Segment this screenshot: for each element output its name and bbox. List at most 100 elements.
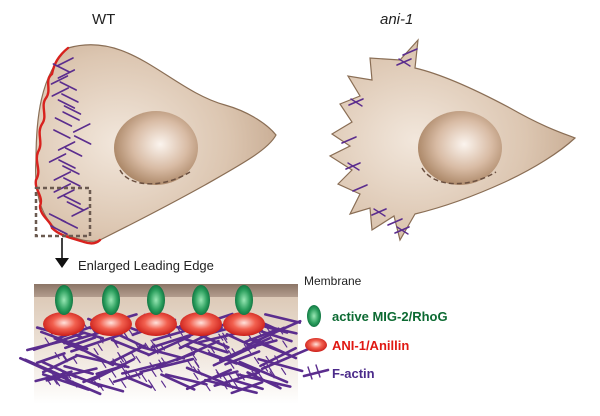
enlarge-arrow <box>55 238 69 268</box>
actin-tick <box>257 371 263 380</box>
actin-filament <box>233 379 264 391</box>
actin-tick <box>98 383 104 391</box>
legend-actin-filament <box>302 368 330 378</box>
actin-tick <box>251 370 257 378</box>
actin-tick <box>149 362 155 370</box>
actin-tick <box>223 345 229 353</box>
actin-tick <box>112 358 118 366</box>
actin-filament <box>26 339 66 352</box>
actin-tick <box>44 337 50 345</box>
actin-filament <box>56 57 74 67</box>
actin-filament <box>52 63 71 73</box>
actin-filament <box>63 364 94 376</box>
actin-filament <box>238 360 289 384</box>
wt-actin-network <box>48 57 92 235</box>
actin-tick <box>66 372 72 380</box>
actin-filament <box>387 218 403 226</box>
actin-tick <box>193 372 199 380</box>
actin-tick <box>59 368 66 376</box>
membrane-label: Membrane <box>304 274 362 288</box>
actin-filament <box>125 375 153 389</box>
actin-tick <box>193 359 200 367</box>
rhog-protein <box>235 285 253 315</box>
actin-filament <box>73 135 92 145</box>
actin-filament <box>51 87 70 97</box>
actin-filament <box>50 75 69 85</box>
actin-filament <box>63 177 81 187</box>
actin-tick <box>233 380 239 388</box>
actin-tick <box>218 333 224 341</box>
actin-filament <box>110 338 150 356</box>
actin-filament <box>59 81 77 91</box>
actin-tick <box>265 325 271 334</box>
actin-tick <box>275 381 281 390</box>
actin-filament <box>396 226 409 235</box>
actin-tick <box>243 343 249 352</box>
actin-tick <box>266 363 272 371</box>
actin-filament <box>48 153 67 163</box>
actin-tick <box>215 369 221 377</box>
actin-filament <box>228 358 261 374</box>
ani1-cell <box>328 38 577 242</box>
actin-tick <box>151 369 157 377</box>
actin-filament <box>71 207 89 217</box>
actin-tick <box>222 332 228 340</box>
actin-tick <box>228 350 234 358</box>
actin-tick <box>235 371 241 380</box>
actin-tick <box>50 370 56 378</box>
actin-filament <box>109 344 146 365</box>
actin-filament <box>62 165 80 175</box>
actin-tick <box>101 360 107 369</box>
legend-item-factin: F-actin <box>302 364 375 381</box>
actin-tick <box>161 357 167 365</box>
actin-tick <box>121 355 128 363</box>
anillin-swatch-icon <box>305 338 327 352</box>
actin-tick <box>54 379 61 387</box>
actin-tick <box>205 383 211 392</box>
enlarged-leading-edge-label: Enlarged Leading Edge <box>78 258 214 273</box>
actin-tick <box>130 351 136 360</box>
actin-tick <box>144 342 150 350</box>
legend: active MIG-2/RhoG ANI-1/Anillin F-actin <box>302 305 448 381</box>
actin-filament <box>218 337 271 362</box>
actin-filament <box>61 93 79 103</box>
rhog-swatch-icon <box>307 305 321 327</box>
actin-filament <box>54 117 73 127</box>
actin-filament <box>246 371 282 390</box>
actin-tick <box>159 343 166 351</box>
actin-filament <box>260 347 312 371</box>
actin-filament <box>57 189 75 199</box>
actin-tick <box>222 375 228 383</box>
legend-item-rhog: active MIG-2/RhoG <box>307 305 448 327</box>
wt-nucleus <box>114 111 198 185</box>
rhog-protein <box>102 285 120 315</box>
anillin-protein <box>90 312 132 336</box>
ani1-actin-patches <box>341 48 418 235</box>
actin-tick <box>254 372 260 380</box>
actin-tick <box>135 355 141 364</box>
rhog-protein <box>147 285 165 315</box>
legend-item-anillin: ANI-1/Anillin <box>305 338 409 353</box>
actin-tick <box>274 355 280 363</box>
actin-tick <box>158 359 164 367</box>
actin-tick <box>187 344 193 352</box>
anillin-protein <box>180 312 222 336</box>
actin-tick <box>177 328 183 336</box>
actin-filament <box>259 346 298 368</box>
actin-filament <box>19 356 71 382</box>
actin-filament <box>352 184 368 192</box>
wt-enlarged-region-box <box>34 186 92 238</box>
actin-tick <box>229 361 235 369</box>
factin-swatch-icon <box>302 364 330 380</box>
actin-tick <box>268 334 275 342</box>
legend-actin-tick <box>307 366 313 380</box>
ani1-label: ani-1 <box>380 11 413 28</box>
actin-tick <box>239 373 245 381</box>
actin-tick <box>280 367 287 375</box>
actin-tick <box>125 369 131 377</box>
actin-filament <box>58 159 76 169</box>
actin-filament <box>185 368 233 391</box>
actin-filament <box>50 225 68 235</box>
actin-filament <box>139 357 195 374</box>
actin-tick <box>119 360 126 368</box>
